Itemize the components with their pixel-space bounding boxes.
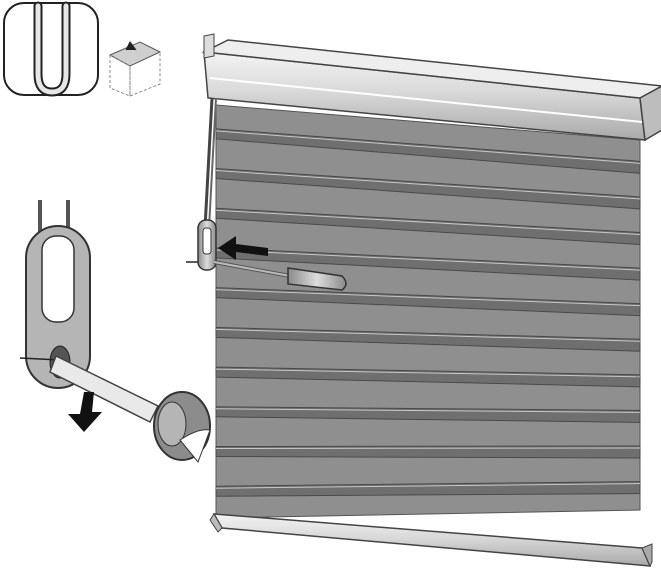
wand-release-detail-icon [19,200,211,463]
pleat-highlight [215,408,641,413]
pleat-highlight [215,209,641,235]
pleat-band [215,445,641,459]
pleat-band [215,287,641,317]
pleat-band [215,406,641,423]
pleat-highlight [215,130,641,164]
pleat-band [215,128,641,174]
arrow-down-icon [68,392,102,432]
control-wand-icon [186,97,217,271]
pleat-highlight [215,368,641,378]
pleat-highlight [215,483,641,489]
pleat-band [215,366,641,388]
pleat-band [215,207,641,246]
arrow-left-icon [218,236,268,260]
pleat-highlight [215,170,641,200]
pleat-band [215,168,641,210]
mounting-cube-icon [108,41,162,97]
pleat-highlight [215,289,641,307]
pleat-band [215,326,641,352]
screwdriver-icon [213,260,347,291]
pleat-highlight [215,447,641,450]
cord-loop-detail-icon [3,1,99,97]
headrail-cassette-icon [201,33,661,142]
pleat-highlight [215,249,641,271]
bottom-rail-icon [209,513,653,568]
pleated-shade-icon [215,104,641,519]
pleat-highlight [215,328,641,342]
